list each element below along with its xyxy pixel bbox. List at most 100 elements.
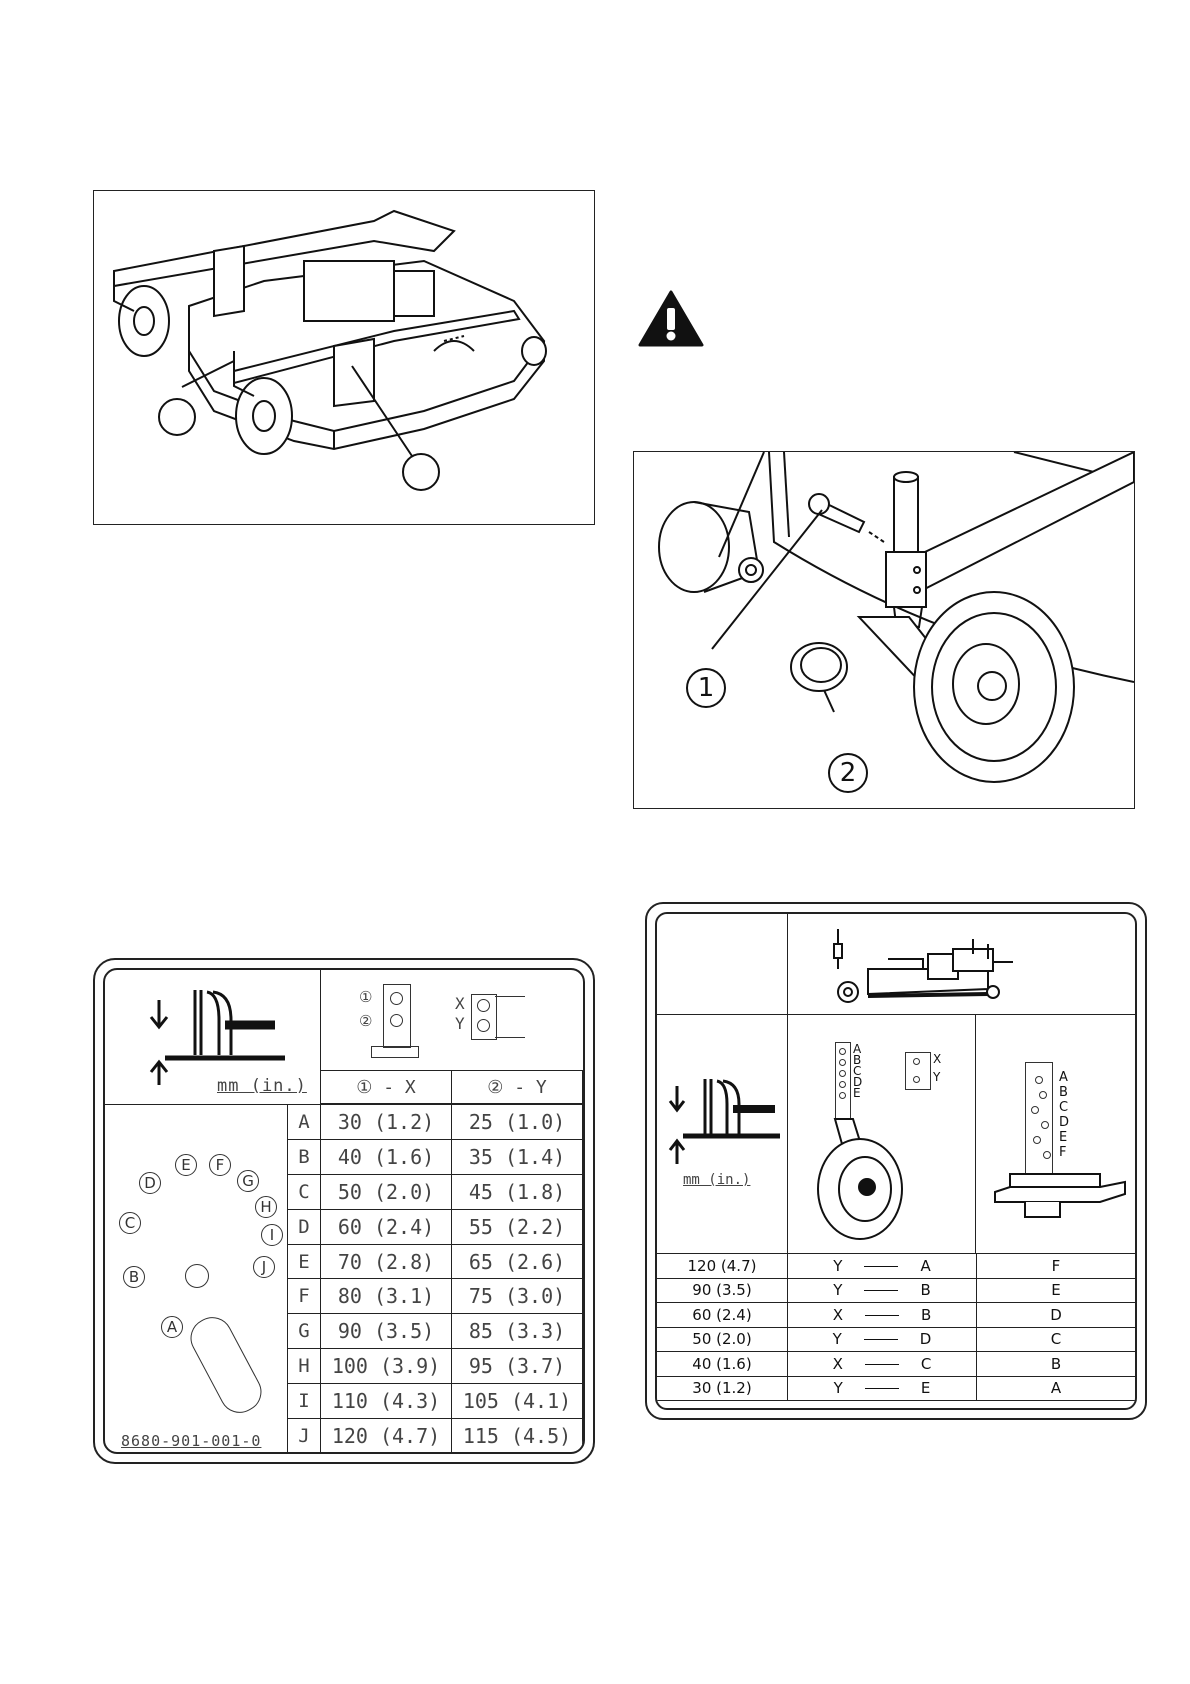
callout-right: [402, 453, 440, 491]
pin-base: [371, 1046, 419, 1058]
dial-hole-e: E: [175, 1154, 197, 1176]
combo-letter: E: [920, 1379, 931, 1398]
height-x: 80 (3.1): [320, 1278, 452, 1315]
height-y: 75 (3.0): [451, 1278, 583, 1315]
combo-dash: [863, 1339, 898, 1341]
caster-hole-b: [839, 1059, 846, 1066]
combo-letter: D: [919, 1330, 932, 1349]
deck-side-icon: [833, 929, 1013, 1003]
xy-bracket: [495, 996, 525, 1038]
combo-dash: [864, 1363, 899, 1365]
height-x: 40 (1.6): [320, 1138, 452, 1175]
bracket-letter-a: A: [1059, 1070, 1068, 1085]
row-letter: J: [287, 1418, 321, 1452]
dial-hole-c: C: [119, 1212, 141, 1234]
caster-letter-e: E: [853, 1086, 861, 1100]
bracket-hole-e: [1033, 1136, 1041, 1144]
deck-figure: [93, 190, 595, 525]
height-x: 90 (3.5): [320, 1313, 452, 1350]
unit-label-2: mm (in.): [683, 1172, 751, 1188]
bracket-hole-b: [1039, 1091, 1047, 1099]
label-2-rule: [657, 1014, 1135, 1015]
dial-hole-h: H: [255, 1196, 277, 1218]
mower-deck-drawing: [113, 209, 547, 457]
row-letter: D: [287, 1208, 321, 1245]
cut-height: 120 (4.7): [657, 1253, 788, 1279]
bracket-position: F: [976, 1253, 1135, 1279]
xy-hole-x: [477, 999, 490, 1012]
height-x: 50 (2.0): [320, 1173, 452, 1210]
bracket-position: C: [976, 1326, 1135, 1352]
cut-height: 50 (2.0): [657, 1326, 788, 1352]
bracket-position: A: [976, 1375, 1135, 1401]
xy2-x: X: [933, 1052, 942, 1066]
combo-letter: C: [920, 1354, 932, 1373]
col-head-x: ① - X: [320, 1070, 452, 1104]
dial-hole-b: B: [123, 1266, 145, 1288]
caster-wheel-icon: [817, 1118, 903, 1240]
pin-diagram: ① ② X Y: [320, 970, 582, 1070]
dial-hole-g: G: [237, 1170, 259, 1192]
caster-wheel-drawing: [658, 452, 1134, 783]
callout-pin: 1: [686, 668, 726, 708]
combo-xy: Y: [832, 1330, 842, 1349]
row-letter: I: [287, 1383, 321, 1420]
divider-b: [975, 1014, 976, 1254]
cut-height: 30 (1.2): [657, 1375, 788, 1401]
pin-plate: [383, 984, 411, 1048]
bracket-hole-d: [1041, 1121, 1049, 1129]
height-x: 70 (2.8): [320, 1243, 452, 1280]
dial-hole-a: A: [161, 1316, 183, 1338]
bracket-hole-c: [1031, 1106, 1039, 1114]
xy-mark-x: X: [455, 994, 465, 1013]
caster-letter-a: A: [853, 1042, 862, 1056]
height-x: 120 (4.7): [320, 1418, 452, 1452]
caster-letter-d: D: [853, 1075, 863, 1089]
callout-left: [158, 398, 196, 436]
caster-letter-b: B: [853, 1053, 862, 1067]
caster-hole-a: [839, 1048, 846, 1055]
deck-icon-cell: [787, 914, 1135, 1015]
height-y: 45 (1.8): [451, 1173, 583, 1210]
combo-xy: Y: [833, 1379, 843, 1398]
divider-a: [787, 1014, 788, 1254]
dial-hole-d: D: [139, 1172, 161, 1194]
pin-mark-1: ①: [359, 988, 373, 1006]
combo-dash: [864, 1314, 899, 1316]
height-y: 65 (2.6): [451, 1243, 583, 1280]
height-y: 35 (1.4): [451, 1138, 583, 1175]
grass-height-icon-2: [668, 1079, 780, 1164]
height-x: 110 (4.3): [320, 1383, 452, 1420]
row-letter: H: [287, 1348, 321, 1385]
col-head-y: ② - Y: [451, 1070, 583, 1104]
height-x: 100 (3.9): [320, 1348, 452, 1385]
row-letter: C: [287, 1173, 321, 1210]
combo-letter: B: [920, 1305, 932, 1324]
bracket-letter-e: E: [1059, 1130, 1068, 1145]
combo-xy: X: [832, 1354, 843, 1373]
combo-dash: [864, 1265, 899, 1267]
combo-xy: X: [832, 1305, 843, 1324]
xy2-hole-y: [913, 1076, 920, 1083]
bracket-hole-f: [1043, 1151, 1051, 1159]
bracket-letter-f: F: [1059, 1145, 1067, 1160]
row-letter: A: [287, 1104, 321, 1140]
caster-hole-d: [839, 1081, 846, 1088]
